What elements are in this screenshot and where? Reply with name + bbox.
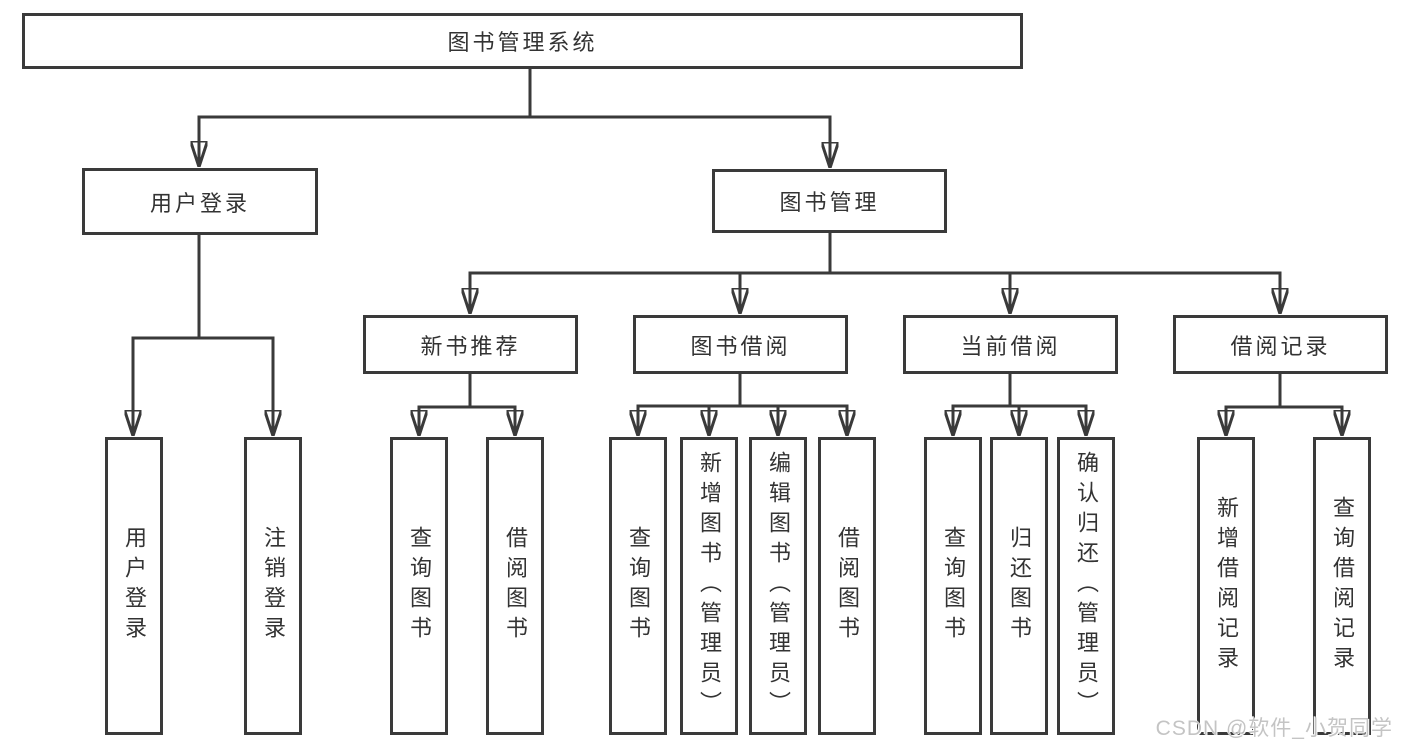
leaf-borrow-books-recommend: 借阅图书	[486, 437, 544, 735]
leaf-query-books-borrow-label: 查询图书	[626, 526, 651, 646]
node-book-mgmt: 图书管理	[712, 169, 947, 233]
csdn-watermark: CSDN @软件_小贺同学	[1155, 717, 1393, 740]
node-book-borrow: 图书借阅	[633, 315, 848, 374]
leaf-return-books: 归还图书	[990, 437, 1048, 735]
leaf-borrow-books: 借阅图书	[818, 437, 876, 735]
leaf-borrow-books-label: 借阅图书	[835, 526, 860, 646]
node-user-login-label: 用户登录	[149, 190, 250, 216]
node-book-mgmt-label: 图书管理	[779, 190, 880, 215]
node-root: 图书管理系统	[22, 13, 1023, 69]
leaf-edit-books-admin: 编辑图书（管理员）	[749, 437, 807, 735]
node-current-borrow-label: 当前借阅	[960, 333, 1061, 359]
leaf-return-books-label: 归还图书	[1007, 526, 1032, 646]
node-new-book-recommend: 新书推荐	[363, 315, 578, 374]
leaf-user-login-label: 用户登录	[122, 526, 147, 646]
leaf-add-borrow-record: 新增借阅记录	[1197, 437, 1255, 735]
node-new-book-recommend-label: 新书推荐	[420, 333, 521, 359]
edge-group-borrow-records	[1225, 374, 1344, 435]
node-root-label: 图书管理系统	[447, 30, 598, 55]
leaf-query-books-current: 查询图书	[924, 437, 982, 735]
edge-group-book-mgmt	[469, 232, 1282, 313]
edge-group-book-borrow	[637, 374, 849, 435]
leaf-query-borrow-record: 查询借阅记录	[1313, 437, 1371, 735]
edge-group-user-login	[132, 234, 275, 435]
leaf-borrow-books-recommend-label: 借阅图书	[503, 526, 528, 646]
leaf-query-books-recommend: 查询图书	[390, 437, 448, 735]
leaf-add-books-admin-label: 新增图书（管理员）	[697, 451, 722, 721]
leaf-edit-books-admin-label: 编辑图书（管理员）	[766, 451, 791, 721]
leaf-logout: 注销登录	[244, 437, 302, 735]
node-borrow-records-label: 借阅记录	[1230, 333, 1331, 359]
edge-group-new-book	[418, 374, 517, 435]
leaf-add-books-admin: 新增图书（管理员）	[680, 437, 738, 735]
leaf-confirm-return-admin-label: 确认归还（管理员）	[1074, 451, 1099, 721]
node-user-login: 用户登录	[82, 168, 318, 235]
node-book-borrow-label: 图书借阅	[690, 333, 791, 359]
leaf-user-login: 用户登录	[105, 437, 163, 735]
node-borrow-records: 借阅记录	[1173, 315, 1388, 374]
edge-group-root	[198, 69, 832, 167]
leaf-add-borrow-record-label: 新增借阅记录	[1214, 496, 1239, 676]
leaf-query-books-borrow: 查询图书	[609, 437, 667, 735]
leaf-query-borrow-record-label: 查询借阅记录	[1330, 496, 1355, 676]
edge-group-current-borrow	[952, 374, 1088, 435]
leaf-logout-label: 注销登录	[261, 526, 286, 646]
leaf-query-books-current-label: 查询图书	[941, 526, 966, 646]
node-current-borrow: 当前借阅	[903, 315, 1118, 374]
leaf-query-books-recommend-label: 查询图书	[407, 526, 432, 646]
leaf-confirm-return-admin: 确认归还（管理员）	[1057, 437, 1115, 735]
